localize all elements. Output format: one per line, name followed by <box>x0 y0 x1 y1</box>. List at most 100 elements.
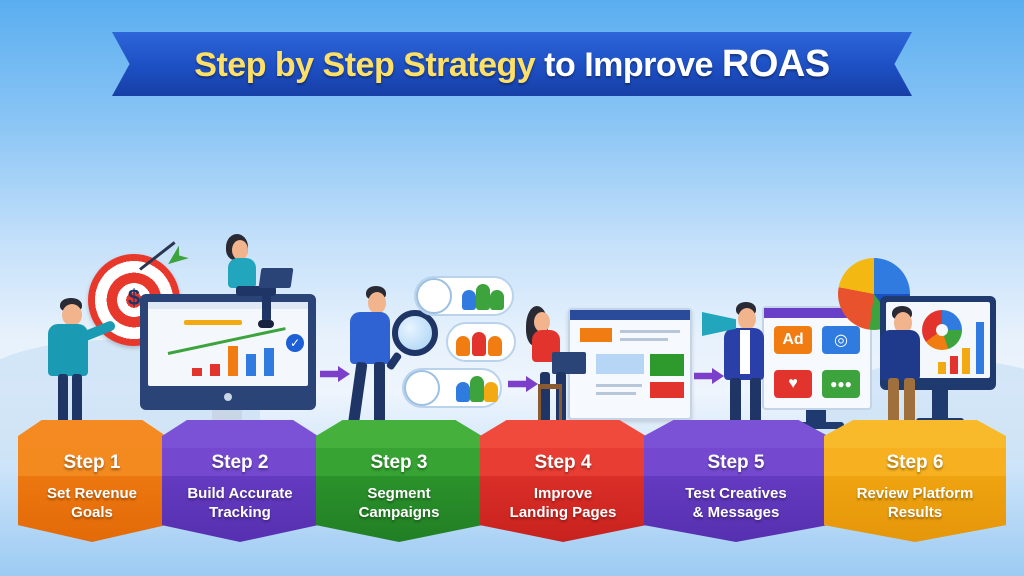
title-middle: to Improve <box>544 45 713 84</box>
flow-arrow-icon <box>694 368 724 384</box>
person-head <box>62 304 82 326</box>
ad-tile: Ad <box>774 326 812 354</box>
chart-bar <box>192 368 202 376</box>
audience-figure <box>476 284 490 310</box>
chart-bar <box>950 356 958 374</box>
person-leg <box>904 378 915 432</box>
magnifier-icon <box>392 310 438 356</box>
step-block-band <box>480 448 646 476</box>
monitor-screen: ✓ <box>148 302 308 386</box>
step-block-band <box>162 448 318 476</box>
step-number: Step 6 <box>886 452 944 473</box>
audience-figure <box>484 382 498 402</box>
chart-header-bar <box>184 320 242 325</box>
step-description: Review Platform Results <box>856 485 974 521</box>
person-head <box>738 308 756 330</box>
chart-bar <box>938 362 946 374</box>
monitor-power-dot <box>224 393 232 401</box>
analytics-monitor-icon: ✓ <box>140 294 316 410</box>
landing-page-icon <box>568 308 692 420</box>
flow-arrow-icon <box>508 376 538 392</box>
person-head <box>894 312 912 334</box>
monitor-base <box>788 422 844 429</box>
person-head <box>368 292 386 314</box>
monitor-stand <box>932 390 948 420</box>
monitor-stand <box>806 410 826 424</box>
step-number: Step 5 <box>707 452 765 473</box>
chart-bar <box>976 322 984 374</box>
title-roas: ROAS <box>721 42 830 85</box>
person-leg <box>72 374 82 430</box>
step-6-block: Step 6 Review Platform Results <box>824 420 1006 542</box>
step-block-top <box>316 420 482 452</box>
step-block-band <box>18 448 166 476</box>
person-leg <box>374 362 385 428</box>
audience-figure <box>462 290 476 310</box>
step-description: Improve Landing Pages <box>509 485 617 521</box>
person-leg <box>58 374 68 430</box>
step-description: Build Accurate Tracking <box>187 485 293 521</box>
step-description: Set Revenue Goals <box>46 485 138 521</box>
step-block-top <box>18 420 166 452</box>
stool <box>538 384 562 432</box>
person-shoe <box>258 320 274 328</box>
step-2-block: Step 2 Build Accurate Tracking <box>162 420 318 542</box>
audience-figure <box>456 382 470 402</box>
person-leg <box>730 378 741 432</box>
step-block-top <box>480 420 646 452</box>
page-hero-image <box>596 354 644 374</box>
audience-figure <box>470 376 484 402</box>
person-leg <box>262 290 271 322</box>
step-block-band <box>824 448 1006 476</box>
step-block-top <box>162 420 318 452</box>
page-block <box>650 354 684 376</box>
title-banner: Step by Step Strategy to Improve ROAS <box>112 32 912 96</box>
chart-bar <box>962 348 970 374</box>
cta-button <box>650 382 684 398</box>
laptop-icon <box>552 352 586 374</box>
chat-icon: ●●● <box>822 370 860 398</box>
shirt <box>740 330 750 374</box>
step-block-top <box>644 420 828 452</box>
chart-bar <box>210 364 220 376</box>
audience-figure <box>490 290 504 310</box>
audience-figure <box>472 332 486 356</box>
person-torso <box>350 312 390 364</box>
step-description: Segment Campaigns <box>358 485 440 521</box>
flow-arrow-icon <box>320 366 350 382</box>
camera-icon: ◎ <box>822 326 860 354</box>
single-user-icon <box>416 278 452 314</box>
person-leg <box>750 378 761 432</box>
step-5-block: Step 5 Test Creatives & Messages <box>644 420 828 542</box>
title-highlight: Step by Step Strategy <box>194 45 536 84</box>
audience-figure <box>456 336 470 356</box>
person-torso <box>880 330 920 380</box>
single-user-icon <box>404 370 440 406</box>
step-1-block: Step 1 Set Revenue Goals <box>18 420 166 542</box>
page-title: Step by Step Strategy to Improve ROAS <box>194 42 830 86</box>
person-head <box>534 312 550 332</box>
chart-bar <box>264 348 274 376</box>
person-leg <box>236 286 276 296</box>
step-block-top <box>824 420 1006 452</box>
step-number: Step 3 <box>370 452 428 473</box>
person-leg <box>347 361 368 429</box>
page-block <box>580 328 612 342</box>
person-leg <box>540 372 550 422</box>
laptop-icon <box>258 268 294 288</box>
step-4-block: Step 4 Improve Landing Pages <box>480 420 646 542</box>
step-number: Step 2 <box>211 452 269 473</box>
audience-figure <box>488 336 502 356</box>
step-description: Test Creatives & Messages <box>685 485 787 521</box>
checkmark-icon: ✓ <box>286 334 304 352</box>
step-3-block: Step 3 Segment Campaigns <box>316 420 482 542</box>
step-number: Step 1 <box>63 452 121 473</box>
person-head <box>232 240 248 260</box>
chart-bar <box>228 346 238 376</box>
chart-bar <box>246 354 256 376</box>
step-block-band <box>316 448 482 476</box>
step-block-band <box>644 448 828 476</box>
person-torso <box>228 258 256 288</box>
step-number: Step 4 <box>534 452 592 473</box>
heart-icon: ♥ <box>774 370 812 398</box>
